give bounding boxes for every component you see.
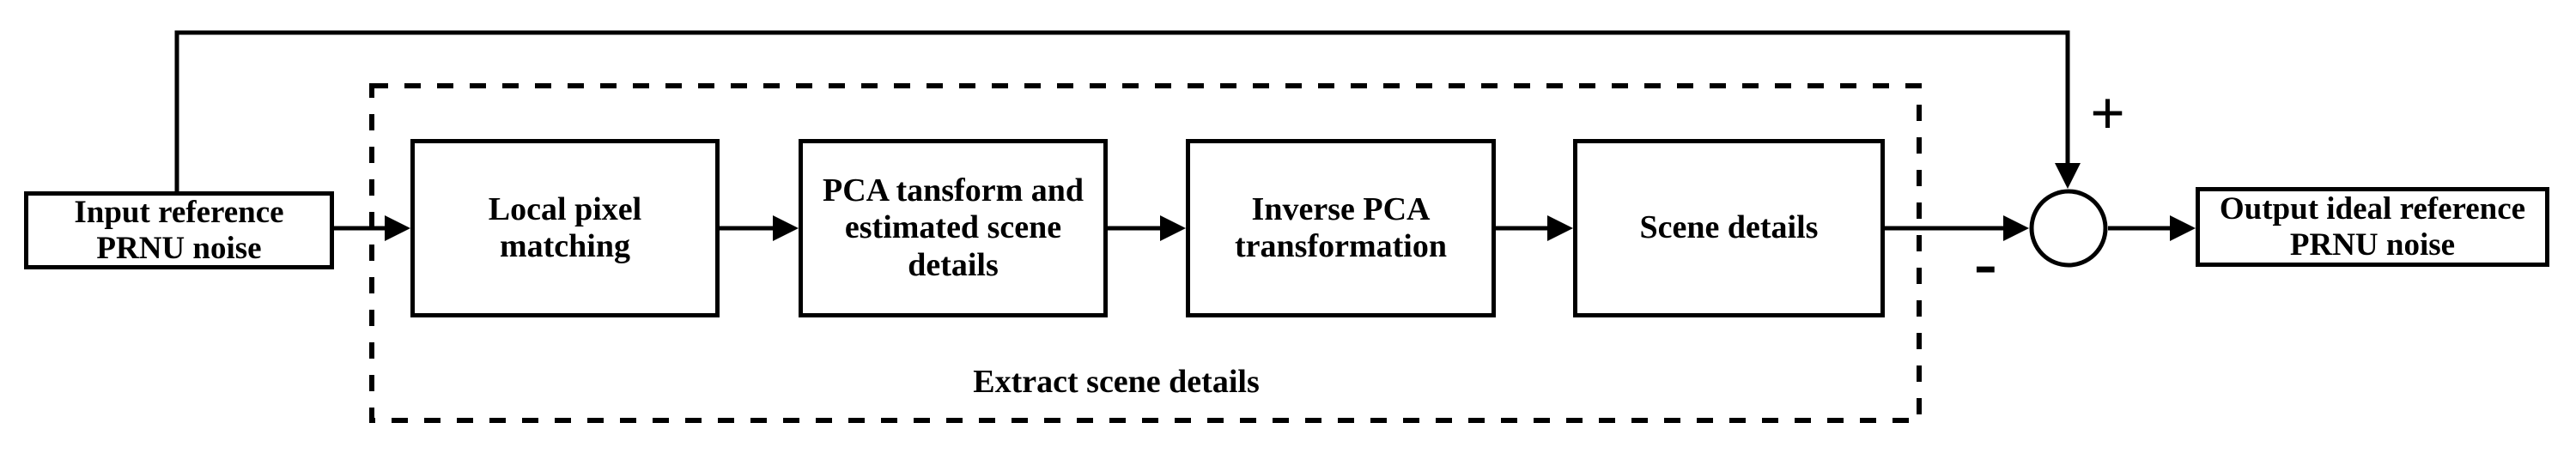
node-scene-details: Scene details — [1573, 139, 1885, 317]
feedback-arrowhead-down — [2055, 163, 2081, 189]
node-local-pixel-matching: Local pixel matching — [410, 139, 720, 317]
arrowhead — [1160, 215, 1186, 241]
arrowhead — [2170, 215, 2196, 241]
arrowhead — [2003, 215, 2029, 241]
extract-group-label: Extract scene details — [973, 364, 1260, 400]
node-inverse-pca-transformation: Inverse PCA transformation — [1186, 139, 1496, 317]
minus-sign-label: - — [1974, 226, 1997, 301]
node-output-ideal-reference-prnu-noise: Output ideal reference PRNU noise — [2196, 187, 2549, 267]
node-scene-details-label: Scene details — [1639, 209, 1819, 246]
extract-group-border — [369, 83, 1922, 423]
node-inverse-pca-label: Inverse PCA transformation — [1235, 190, 1447, 264]
arrowhead — [773, 215, 799, 241]
arrowhead — [1547, 215, 1573, 241]
arrowhead — [385, 215, 410, 241]
feedback-path-line — [174, 30, 2070, 191]
node-output-label: Output ideal reference PRNU noise — [2219, 191, 2526, 263]
node-input-label: Input reference PRNU noise — [74, 195, 284, 266]
node-local-pixel-matching-label: Local pixel matching — [488, 190, 642, 264]
node-pca-transform-label: PCA tansform and estimated scene details — [822, 172, 1084, 283]
node-input-reference-prnu-noise: Input reference PRNU noise — [24, 191, 334, 269]
summing-junction — [2029, 189, 2108, 268]
node-pca-transform: PCA tansform and estimated scene details — [799, 139, 1108, 317]
plus-sign-label: + — [2090, 79, 2126, 148]
